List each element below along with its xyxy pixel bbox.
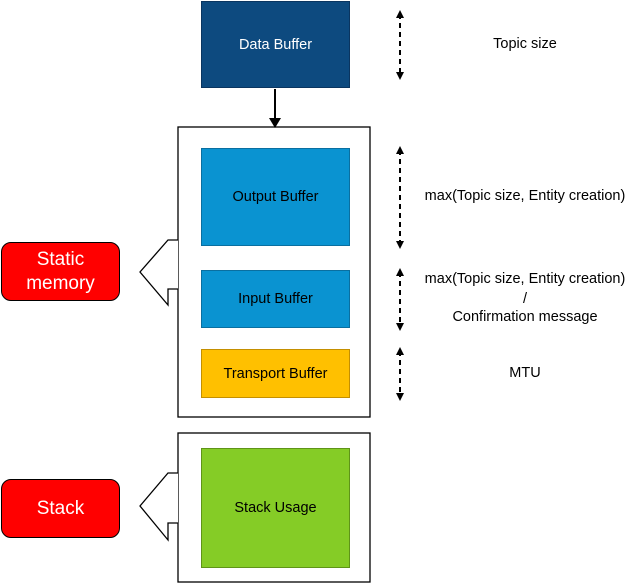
data-buffer-label: Data Buffer xyxy=(238,36,313,53)
input-size-label-line2: / xyxy=(522,291,528,307)
stack-pointer-arrow xyxy=(139,472,178,542)
static-memory-pointer-arrow xyxy=(139,239,178,307)
transport-buffer-block: Transport Buffer xyxy=(201,349,350,398)
stack-usage-label: Stack Usage xyxy=(234,500,317,516)
data-to-output-arrowhead xyxy=(269,118,281,128)
data-buffer-block: Data Buffer xyxy=(201,1,350,88)
static-memory-label-line1: Static xyxy=(36,248,85,270)
stack-usage-block: Stack Usage xyxy=(201,448,350,568)
output-buffer-block: Output Buffer xyxy=(201,148,350,246)
stack-label-box: Stack xyxy=(1,479,120,538)
input-size-label-line3: Confirmation message xyxy=(452,309,598,325)
output-buffer-label: Output Buffer xyxy=(232,189,319,205)
transport-buffer-label: Transport Buffer xyxy=(223,365,328,382)
topic-size-label: Topic size xyxy=(493,36,557,52)
input-size-label-line1: max(Topic size, Entity creation) xyxy=(424,271,626,287)
input-buffer-block: Input Buffer xyxy=(201,270,350,328)
input-buffer-label: Input Buffer xyxy=(238,291,313,307)
static-memory-label-box: Static memory xyxy=(1,242,120,301)
transport-size-label: MTU xyxy=(509,365,541,381)
output-size-label: max(Topic size, Entity creation) xyxy=(424,188,626,204)
static-memory-label-line2: memory xyxy=(26,272,95,294)
stack-label: Stack xyxy=(36,497,85,519)
